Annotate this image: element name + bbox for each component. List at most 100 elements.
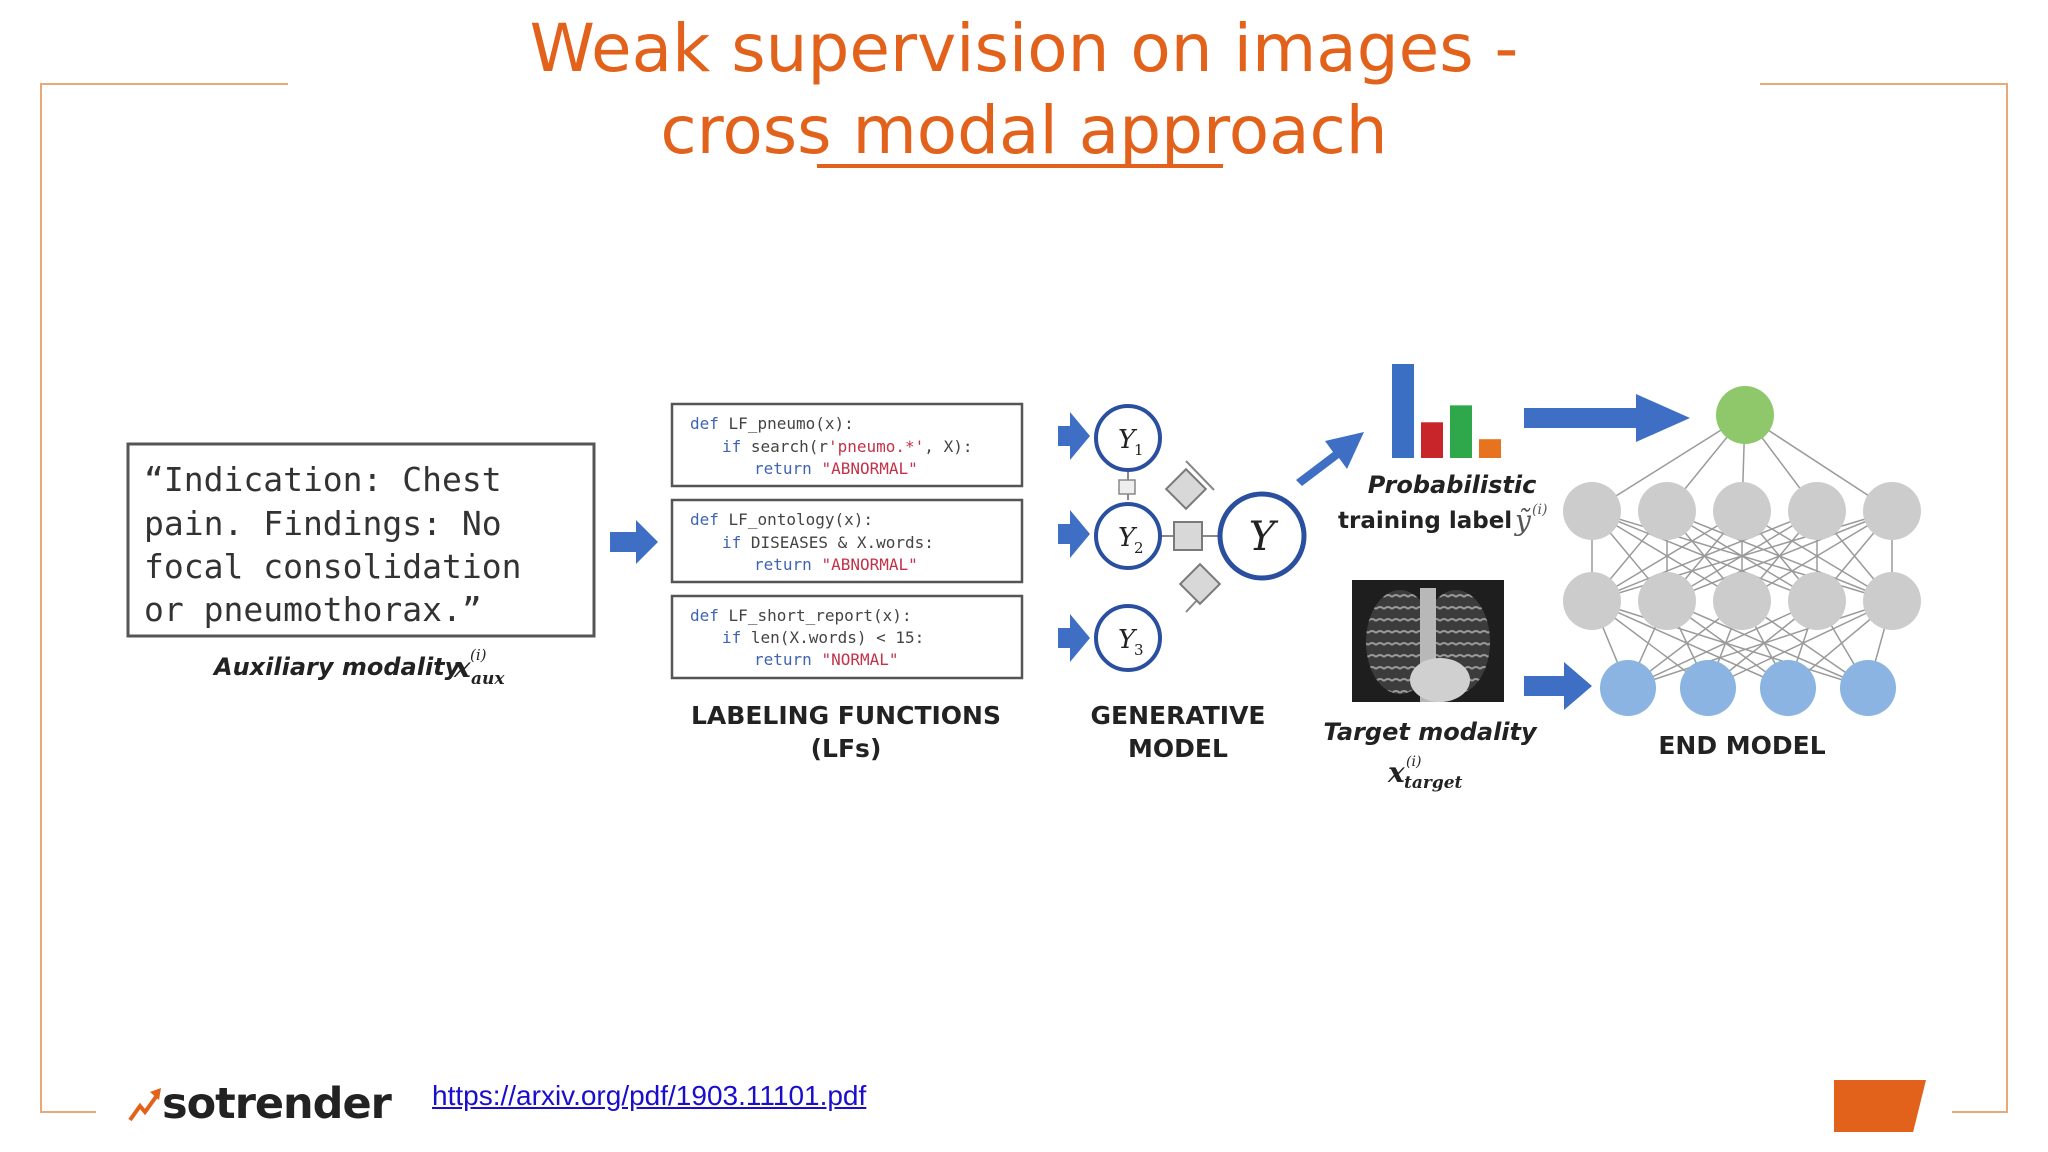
network-node-hidden-2-3	[1713, 572, 1771, 630]
factor-y1	[1164, 467, 1208, 511]
network-node-hidden-2-2	[1638, 572, 1696, 630]
lf-2-name: LF_ontology(x):	[729, 510, 874, 529]
network-node-hidden-1-4	[1788, 482, 1846, 540]
lf-2-box	[670, 498, 1024, 584]
frame-top-left	[40, 83, 288, 85]
lf-1-ret-kw: return	[754, 459, 812, 478]
report-box: “Indication: Chest pain. Findings: No fo…	[126, 442, 596, 638]
frame-right	[2006, 83, 2008, 1113]
arrow-lf2-to-y2-icon	[1058, 510, 1090, 558]
lf-1-line-2: if search(r'pneumo.*', X):	[722, 437, 972, 456]
prob-var: ỹ	[1513, 504, 1532, 537]
network-node-input-3	[1760, 660, 1816, 716]
arrow-report-to-lfs-icon	[610, 520, 658, 564]
network-edge	[1627, 600, 1893, 689]
network-edge	[1744, 414, 1893, 512]
prob-bar-2	[1421, 422, 1443, 458]
source-link[interactable]: https://arxiv.org/pdf/1903.11101.pdf	[432, 1080, 867, 1111]
brand-name: sotrender	[162, 1079, 392, 1129]
lf-3-line-2: if len(X.words) < 15:	[722, 628, 924, 647]
lf-3-box	[670, 594, 1024, 680]
arrow-prob-to-output-icon	[1524, 394, 1690, 442]
lf-1-line-1: def LF_pneumo(x):	[690, 414, 854, 433]
network-node-hidden-1-3	[1713, 482, 1771, 540]
network-edge	[1707, 600, 1893, 689]
node-y1	[1094, 404, 1162, 472]
lf-3-line-3: return "NORMAL"	[754, 650, 899, 669]
node-y3	[1094, 604, 1162, 672]
lf-1-cond-a: search(r	[751, 437, 828, 456]
lf-2-line-1: def LF_ontology(x):	[690, 510, 873, 529]
aux-sub: aux	[471, 669, 505, 689]
network-node-output-1	[1716, 386, 1774, 444]
network-node-hidden-2-4	[1788, 572, 1846, 630]
lf-2-if-kw: if	[722, 533, 741, 552]
lf-1-name: LF_pneumo(x):	[729, 414, 854, 433]
xray-heart	[1410, 658, 1470, 702]
node-y3-var: Y	[1118, 625, 1138, 655]
prob-bar-3	[1450, 405, 1472, 458]
lf-1-line-3: return "ABNORMAL"	[754, 459, 918, 478]
network-node-hidden-1-5	[1863, 482, 1921, 540]
lf-label-line-2: (LFs)	[811, 734, 882, 763]
network-edge	[1591, 510, 1743, 602]
network-edge	[1591, 510, 1893, 602]
sotrender-arrow-icon	[128, 1088, 161, 1122]
report-box-border	[126, 442, 596, 638]
lf-2-cond-a: DISEASES & X.words:	[751, 533, 934, 552]
edge-y1-y	[1185, 460, 1215, 491]
network-edge	[1627, 600, 1818, 689]
title-underline	[817, 164, 1223, 168]
factor-y3	[1178, 562, 1222, 606]
node-y3-sub: 3	[1134, 641, 1144, 659]
lf-2-line-2: if DISEASES & X.words:	[722, 533, 934, 552]
arrow-xray-to-input-icon	[1524, 662, 1592, 710]
node-y-output-var: Y	[1249, 514, 1279, 560]
node-y-output	[1217, 491, 1307, 581]
end-model-label: END MODEL	[1658, 731, 1825, 760]
frame-left	[40, 83, 42, 1113]
gen-label-line-1: GENERATIVE	[1090, 701, 1265, 730]
lf-1-cond-b: , X):	[924, 437, 972, 456]
report-line-1: “Indication: Chest	[144, 460, 502, 499]
lf-1-if-kw: if	[722, 437, 741, 456]
network-nodes	[1563, 386, 1921, 716]
report-line-4: or pneumothorax.”	[144, 590, 482, 629]
network-node-hidden-1-1	[1563, 482, 1621, 540]
lf-2-def-kw: def	[690, 510, 719, 529]
target-sup: (i)	[1406, 754, 1421, 770]
frame-top-right	[1760, 83, 2008, 85]
target-var: x	[1387, 756, 1405, 789]
lf-3-cond-a: len(X.words) < 15:	[751, 628, 924, 647]
lf-2-ret-val: "ABNORMAL"	[821, 555, 917, 574]
gen-label-line-2: MODEL	[1128, 734, 1228, 763]
network-edge	[1591, 600, 1869, 689]
lf-label-line-1: LABELING FUNCTIONS	[691, 701, 1001, 730]
report-line-2: pain. Findings: No	[144, 504, 502, 543]
prob-sup: (i)	[1532, 502, 1547, 518]
labeling-function-3: def LF_short_report(x): if len(X.words) …	[670, 594, 1024, 680]
arrow-lf1-to-y1-icon	[1058, 412, 1090, 460]
arrow-y-to-prob-label-icon	[1296, 432, 1364, 486]
report-line-3: focal consolidation	[144, 547, 522, 586]
network-edge	[1591, 510, 1818, 602]
prob-bar-1	[1392, 364, 1414, 458]
node-y2	[1094, 502, 1162, 570]
network-edge	[1591, 414, 1746, 512]
lf-3-ret-val: "NORMAL"	[821, 650, 898, 669]
prob-label-line-1: Probabilistic	[1368, 471, 1537, 499]
prob-label-line-2: training label	[1338, 508, 1512, 534]
network-node-hidden-2-1	[1563, 572, 1621, 630]
prob-label-bar-chart	[1392, 364, 1501, 458]
lf-3-def-kw: def	[690, 606, 719, 625]
slide-title-line-1: Weak supervision on images -	[529, 10, 1519, 87]
network-edges	[1591, 414, 1893, 689]
lf-1-ret-val: "ABNORMAL"	[821, 459, 917, 478]
lf-3-if-kw: if	[722, 628, 741, 647]
network-node-input-2	[1680, 660, 1736, 716]
labeling-function-2: def LF_ontology(x): if DISEASES & X.word…	[670, 498, 1024, 584]
prob-bar-4	[1479, 439, 1501, 458]
labeling-function-1: def LF_pneumo(x): if search(r'pneumo.*',…	[670, 402, 1024, 488]
node-y2-sub: 2	[1134, 539, 1144, 557]
target-label: Target modality	[1323, 718, 1538, 746]
